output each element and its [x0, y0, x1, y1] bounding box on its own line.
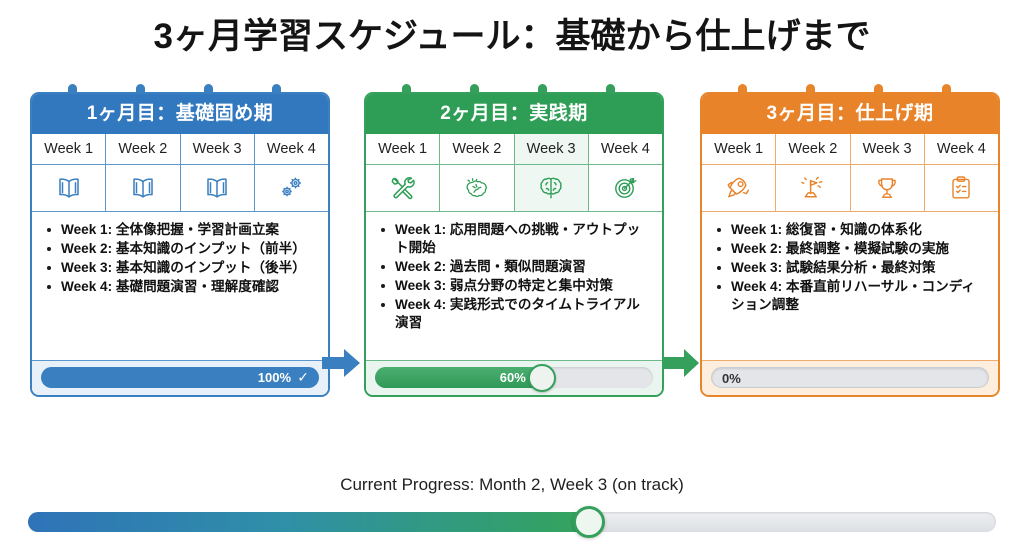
- month-card-3-body: 3ヶ月目：仕上げ期 Week 1 Week 2 Week 3 Week 4: [700, 92, 1000, 397]
- target-icon: [588, 165, 662, 212]
- month-card-1-body: 1ヶ月目：基礎固め期 Week 1 Week 2 Week 3 Week 4: [30, 92, 330, 397]
- week-header-row-1: Week 1 Week 2 Week 3 Week 4: [32, 134, 328, 165]
- list-item: Week 3: 基本知識のインプット（後半）: [47, 259, 318, 277]
- month-card-3[interactable]: 3ヶ月目：仕上げ期 Week 1 Week 2 Week 3 Week 4: [700, 82, 1000, 397]
- list-item: Week 2: 過去問・類似問題演習: [381, 258, 652, 276]
- progress-bar-month-1[interactable]: 100% ✓: [41, 367, 319, 388]
- month-card-1-bullets: Week 1: 全体像把握・学習計画立案 Week 2: 基本知識のインプット（…: [32, 212, 328, 360]
- check-icon: ✓: [297, 369, 309, 385]
- arrow-month2-to-month3: [664, 347, 700, 384]
- list-item: Week 3: 試験結果分析・最終対策: [717, 259, 988, 277]
- progress-label: 0%: [722, 371, 741, 386]
- week-header-row-3: Week 1 Week 2 Week 3 Week 4: [702, 134, 998, 165]
- week-header-cell-current: Week 3: [514, 134, 589, 165]
- week-header-cell: Week 1: [702, 134, 777, 165]
- flag-on-hill-icon: [776, 165, 851, 212]
- open-book-icon: [106, 165, 181, 212]
- progress-fill: [41, 367, 319, 388]
- list-item: Week 3: 弱点分野の特定と集中対策: [381, 277, 652, 295]
- month-card-1-progress-area: 100% ✓: [32, 360, 328, 395]
- list-item: Week 1: 全体像把握・学習計画立案: [47, 221, 318, 239]
- month-card-3-progress-area: 0%: [702, 360, 998, 395]
- week-icon-row-3: [702, 165, 998, 212]
- month-card-2-progress-area: 60%: [366, 360, 662, 395]
- rocket-icon: [702, 165, 777, 212]
- week-header-cell: Week 1: [32, 134, 107, 165]
- week-header-cell: Week 2: [776, 134, 851, 165]
- overall-progress-fill: [28, 512, 590, 532]
- list-item: Week 4: 基礎問題演習・理解度確認: [47, 278, 318, 296]
- clipboard-checklist-icon: [924, 165, 998, 212]
- week-header-cell: Week 4: [588, 134, 662, 165]
- progress-bar-month-3[interactable]: 0%: [711, 367, 989, 388]
- month-card-2-bullets: Week 1: 応用問題への挑戦・アウトプット開始 Week 2: 過去問・類似…: [366, 212, 662, 360]
- open-book-icon: [180, 165, 255, 212]
- tools-icon: [366, 165, 441, 212]
- progress-label: 100%: [257, 370, 291, 385]
- overall-progress-handle[interactable]: [573, 506, 606, 538]
- week-header-cell: Week 2: [440, 134, 515, 165]
- week-header-cell: Week 4: [924, 134, 998, 165]
- brain-icon: [514, 165, 589, 212]
- week-header-row-2: Week 1 Week 2 Week 3 Week 4: [366, 134, 662, 165]
- month-card-3-header: 3ヶ月目：仕上げ期: [702, 94, 998, 134]
- progress-slider-handle[interactable]: [527, 363, 556, 392]
- overall-progress-slider[interactable]: [28, 506, 996, 538]
- list-item: Week 2: 基本知識のインプット（前半）: [47, 240, 318, 258]
- month-cards-row: 1ヶ月目：基礎固め期 Week 1 Week 2 Week 3 Week 4: [0, 82, 1024, 437]
- week-header-cell: Week 3: [180, 134, 255, 165]
- list-item: Week 4: 本番直前リハーサル・コンディション調整: [717, 278, 988, 314]
- week-icon-row-1: [32, 165, 328, 212]
- week-header-cell: Week 4: [254, 134, 328, 165]
- trophy-icon: [850, 165, 925, 212]
- week-icon-row-2: [366, 165, 662, 212]
- progress-fill: [375, 367, 542, 388]
- brain-idea-icon: [440, 165, 515, 212]
- progress-slider-month-2[interactable]: 60%: [375, 363, 653, 392]
- current-progress-caption: Current Progress: Month 2, Week 3 (on tr…: [340, 475, 684, 494]
- list-item: Week 2: 最終調整・模擬試験の実施: [717, 240, 988, 258]
- month-card-3-bullets: Week 1: 総復習・知識の体系化 Week 2: 最終調整・模擬試験の実施 …: [702, 212, 998, 360]
- page-title: 3ヶ月学習スケジュール：基礎から仕上げまで: [153, 17, 871, 56]
- month-card-2-header: 2ヶ月目：実践期: [366, 94, 662, 134]
- list-item: Week 1: 総復習・知識の体系化: [717, 221, 988, 239]
- arrow-month1-to-month2: [322, 347, 362, 384]
- list-item: Week 4: 実践形式でのタイムトライアル演習: [381, 296, 652, 332]
- overall-progress-track[interactable]: [28, 506, 996, 538]
- progress-label: 60%: [499, 370, 526, 385]
- week-header-cell: Week 1: [366, 134, 441, 165]
- week-header-cell: Week 3: [850, 134, 925, 165]
- list-item: Week 1: 応用問題への挑戦・アウトプット開始: [381, 221, 652, 257]
- month-card-2-body: 2ヶ月目：実践期 Week 1 Week 2 Week 3 Week 4: [364, 92, 664, 397]
- month-card-1[interactable]: 1ヶ月目：基礎固め期 Week 1 Week 2 Week 3 Week 4: [30, 82, 330, 397]
- open-book-icon: [32, 165, 107, 212]
- week-header-cell: Week 2: [106, 134, 181, 165]
- month-card-1-header: 1ヶ月目：基礎固め期: [32, 94, 328, 134]
- month-card-2[interactable]: 2ヶ月目：実践期 Week 1 Week 2 Week 3 Week 4: [364, 82, 664, 397]
- gears-icon: [254, 165, 328, 212]
